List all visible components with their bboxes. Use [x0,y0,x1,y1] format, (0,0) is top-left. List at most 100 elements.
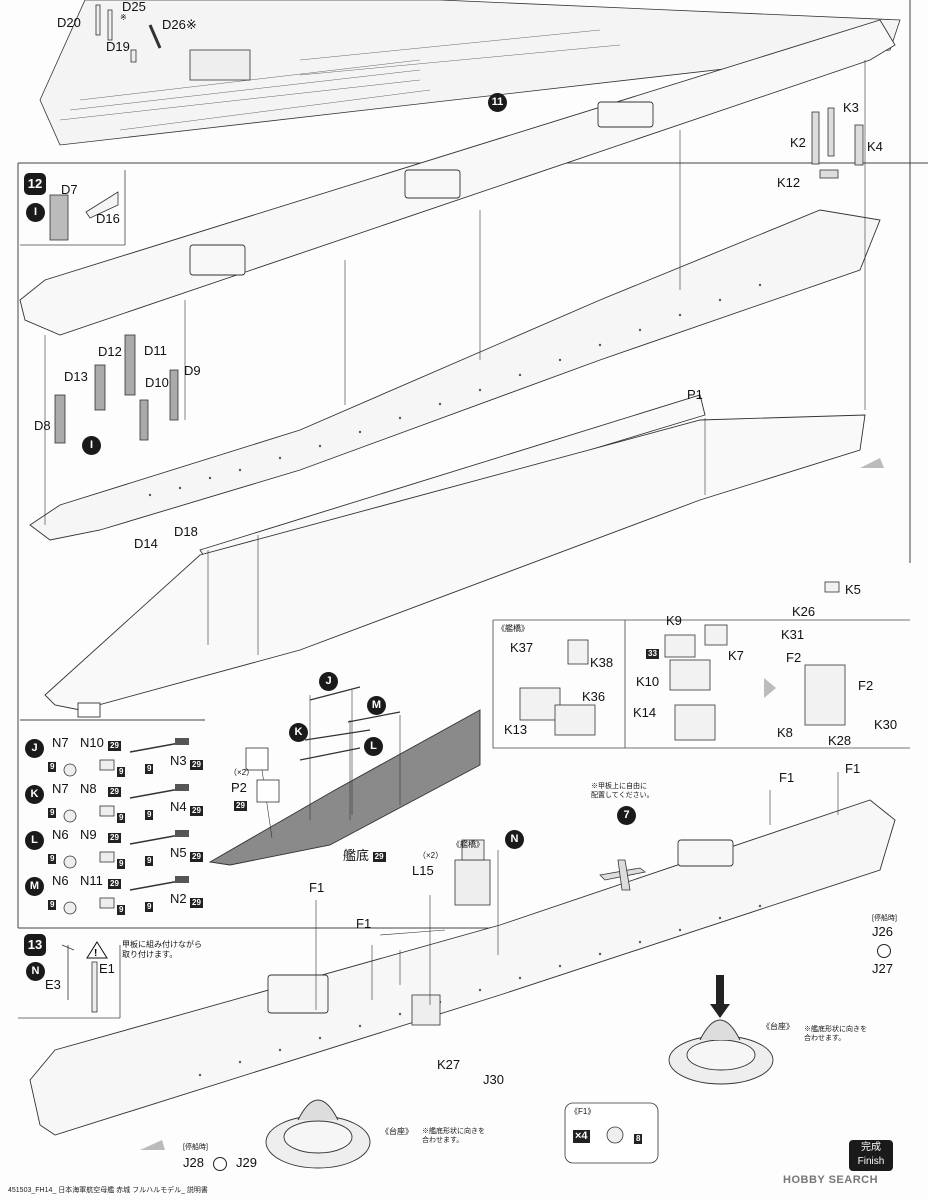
part-label-d26: D26※ [162,17,197,32]
step-12-badge: 12 [24,173,46,195]
part-label-long: N3 [170,753,187,768]
watermark-logo: HOBBY SEARCH [783,1174,879,1186]
step-11-badge: 11 [488,93,507,112]
part-label-k13: K13 [504,722,528,737]
sprue-badge-number: 29 [108,878,121,889]
sub-ref-i-circle-2: I [82,436,101,455]
sub-ref-l-circle: L [364,737,383,756]
sprue-badge-number: 9 [48,807,57,818]
part-label-d16: D16 [96,211,120,226]
sprue-badge: 9 [48,850,57,868]
bridge-label: 《艦橋》 [452,840,484,849]
part-label-long: N5 [170,845,187,860]
sprue-badge: 9 [145,760,154,778]
free-placement-note: ※甲板上に自由に 配置してください。 [591,783,654,799]
stand-left-title: 《台座》 [381,1127,413,1136]
part-label-d8: D8 [34,418,51,433]
sprue-badge-number: 29 [190,897,203,908]
p2-sprue-badge: 29 [234,800,247,811]
sprue-badge-number: 29 [190,759,203,770]
sub-ref-circle: J [25,739,44,758]
sprue-badge-number: 29 [108,832,121,843]
part-label-k27: K27 [437,1057,461,1072]
glue-icon-2 [213,1157,227,1171]
part-label-k10: K10 [636,674,660,689]
sprue-badge: 9 [145,898,154,916]
part-label-k9: K9 [666,613,682,628]
sprue-badge: 29 [190,848,203,866]
sprue-badge: 9 [145,852,154,870]
sprue-badge-number: 9 [117,766,126,777]
part-label-e1: E1 [99,961,115,976]
f1-box-title: 《F1》 [570,1107,596,1116]
stand-right-title: 《台座》 [762,1022,794,1031]
sub-ref-n-circle-ship: N [505,830,524,849]
finish-jp: 完成 [861,1142,881,1153]
part-label-k28: K28 [828,733,852,748]
sprue-badge-33: 33 [646,648,659,659]
p2-count: （×2） [229,768,255,777]
part-label-d25: D25 [122,0,146,14]
part-label-f2b: F2 [858,678,874,693]
part-label-k26: K26 [792,604,816,619]
sprue-badge: 29 [108,875,121,893]
sprue-badge: 9 [145,806,154,824]
footer-text: 451503_FH14_ 日本海軍航空母艦 赤城 フルハルモデル_ 説明書 [8,1187,208,1194]
sprue-badge: 9 [48,896,57,914]
part-label-f1-b: F1 [845,761,861,776]
glue-icon [877,944,891,958]
sprue-badge-number: 9 [145,901,154,912]
sprue-badge-number: 9 [145,809,154,820]
sub-ref-circle: K [25,785,44,804]
part-label-long: N2 [170,891,187,906]
sub-ref-circle: M [25,877,44,896]
sprue-badge: 29 [190,894,203,912]
part-label-small: N6 [52,873,69,888]
note-mark: ※ [120,13,127,22]
part-label-mid: N8 [80,781,97,796]
finish-en: Finish [857,1156,885,1167]
sub-ref-m-circle: M [367,696,386,715]
sprue-badge: 9 [48,758,57,776]
sprue-badge-number: 29 [108,740,121,751]
step-13-badge: 13 [24,934,46,956]
stand-right-note: ※艦底形状に向きを 合わせます。 [804,1026,867,1042]
part-label-k4: K4 [867,139,883,154]
sprue-badge-number: 9 [117,904,126,915]
part-label-k14: K14 [633,705,657,720]
part-label-d10: D10 [145,375,169,390]
part-label-j28: J28 [183,1155,204,1170]
part-label-j29: J29 [236,1155,257,1170]
sprue-badge: 29 [190,756,203,774]
sub-ref-circle: L [25,831,44,850]
svg-text:!: ! [94,948,97,959]
part-label-f1-a: F1 [779,770,795,785]
sprue-badge-number: 9 [48,899,57,910]
warning-note: 甲板に組み付けながら 取り付けます。 [122,940,202,959]
part-label-j26: J26 [872,924,893,939]
part-label-k5: K5 [845,582,861,597]
sprue-badge-number: 29 [190,851,203,862]
sprue-badge: 29 [108,783,121,801]
sub-ref-k-circle: K [289,723,308,742]
sprue-badge-number: 9 [48,853,57,864]
part-label-k12: K12 [777,175,801,190]
hull-bottom-label: 艦底 29 [343,848,386,863]
part-label-p1: P1 [687,387,703,402]
sub-ref-n-circle: N [26,962,45,981]
part-label-small: N7 [52,781,69,796]
part-label-k38: K38 [590,655,614,670]
part-label-d12: D12 [98,344,122,359]
f1-sprue-badge: 8 [634,1133,643,1144]
l15-count: （×2） [418,851,444,860]
part-label-long: N4 [170,799,187,814]
part-label-k2: K2 [790,135,806,150]
part-label-d9: D9 [184,363,201,378]
part-label-j27: J27 [872,961,893,976]
sprue-badge-number: 29 [190,805,203,816]
sub-ref-i-circle: I [26,203,45,222]
sprue-badge: 9 [117,763,126,781]
part-label-d14: D14 [134,536,158,551]
part-label-d11: D11 [144,343,167,358]
